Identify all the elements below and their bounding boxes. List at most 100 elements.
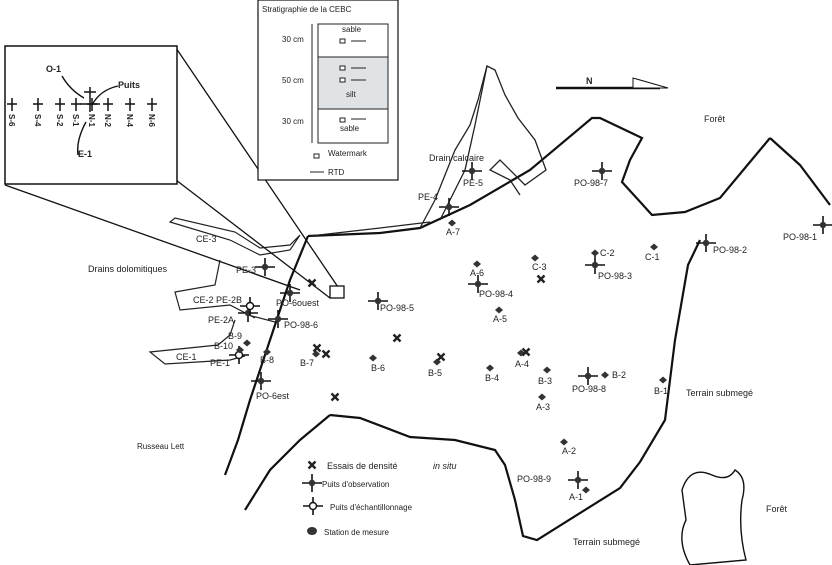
station-label: B-9 bbox=[228, 331, 242, 341]
observation-well-icon bbox=[592, 162, 612, 180]
measurement-station-icon bbox=[601, 371, 609, 379]
measurement-station-icon bbox=[236, 346, 244, 354]
station-label: B-3 bbox=[538, 376, 552, 386]
measurement-station-icon bbox=[531, 254, 539, 262]
label-ruisseau: Russeau Lett bbox=[137, 442, 185, 451]
inset-label-e1: E-1 bbox=[78, 149, 92, 159]
measurement-station-icon bbox=[591, 249, 599, 257]
observation-well-icon bbox=[280, 284, 300, 302]
station-label: B-2 bbox=[612, 370, 626, 380]
observation-well-label: PO-98-7 bbox=[574, 178, 608, 188]
legend-density-italic: in situ bbox=[433, 461, 457, 471]
station-label: B-8 bbox=[260, 355, 274, 365]
drains-dolomitiques-outline bbox=[148, 217, 301, 365]
label-terrain-submerge: Terrain submegé bbox=[573, 537, 640, 547]
observation-well-icon bbox=[578, 367, 598, 385]
inset-well-label: S-4 bbox=[33, 114, 42, 127]
observation-well-icon bbox=[439, 198, 459, 216]
observation-well-label: PO-98-4 bbox=[479, 289, 513, 299]
inset-well-label: S-6 bbox=[7, 114, 16, 127]
density-test-icon bbox=[436, 352, 446, 362]
label-terrain-submerge: Terrain submegé bbox=[686, 388, 753, 398]
north-label: N bbox=[586, 76, 593, 86]
observation-well-icon bbox=[813, 216, 832, 234]
station-label: A-7 bbox=[446, 227, 460, 237]
density-test-icon bbox=[536, 274, 546, 284]
legend-observation: Puits d'observation bbox=[322, 480, 389, 489]
inset-well-icon bbox=[125, 98, 135, 111]
inset-label-o1: O-1 bbox=[46, 64, 61, 74]
drain-label: CE-1 bbox=[176, 352, 197, 362]
station-label: B-10 bbox=[214, 341, 233, 351]
site-boundary bbox=[223, 116, 831, 542]
legend-station-icon bbox=[307, 527, 317, 535]
inset-leaders bbox=[61, 75, 119, 156]
station-label: C-3 bbox=[532, 262, 547, 272]
measurement-station-icon bbox=[243, 339, 251, 347]
measurement-station-icon bbox=[538, 393, 546, 401]
measurement-station-icon bbox=[312, 350, 320, 358]
station-label: C-2 bbox=[600, 248, 615, 258]
map-markers: PE-3PO-6ouestPO-98-6PE-2APE-5PE-4PO-98-7… bbox=[176, 162, 832, 502]
station-label: A-4 bbox=[515, 359, 529, 369]
observation-well-label: PO-98-8 bbox=[572, 384, 606, 394]
legend-observation-icon bbox=[302, 474, 322, 492]
layer-thickness: 50 cm bbox=[282, 76, 304, 85]
inset-well-icon bbox=[71, 98, 81, 111]
forest-island-outline bbox=[681, 469, 747, 565]
station-label: A-3 bbox=[536, 402, 550, 412]
observation-well-icon bbox=[268, 310, 288, 328]
inset-well-icon bbox=[103, 98, 113, 111]
sampling-well-label: PE-1 bbox=[210, 358, 230, 368]
measurement-station-icon bbox=[448, 219, 456, 227]
drain-calcaire-outline bbox=[309, 65, 547, 237]
observation-well-icon bbox=[255, 258, 275, 276]
inset-well-icon bbox=[33, 98, 43, 111]
station-label: B-1 bbox=[654, 386, 668, 396]
measurement-station-icon bbox=[495, 306, 503, 314]
sampling-well-label: CE-2 PE-2B bbox=[193, 295, 242, 305]
observation-well-label: PE-4 bbox=[418, 192, 438, 202]
label-drains-dolomitiques: Drains dolomitiques bbox=[88, 264, 168, 274]
density-test-icon bbox=[521, 347, 531, 357]
label-foret: Forêt bbox=[704, 114, 726, 124]
station-label: B-4 bbox=[485, 373, 499, 383]
density-test-icon bbox=[307, 278, 317, 288]
layer-thickness: 30 cm bbox=[282, 35, 304, 44]
observation-well-icon bbox=[462, 162, 482, 180]
label-drain-calcaire: Drain calcaire bbox=[429, 153, 484, 163]
observation-well-icon bbox=[468, 275, 488, 293]
sampling-well-icon bbox=[240, 297, 260, 315]
inset-well-label: N-6 bbox=[147, 114, 156, 127]
inset-well-icon bbox=[7, 98, 17, 111]
observation-well-label: PO-98-5 bbox=[380, 303, 414, 313]
legend-rtd: RTD bbox=[328, 168, 345, 177]
north-arrow-icon bbox=[556, 77, 669, 90]
observation-well-label: PO-98-6 bbox=[284, 320, 318, 330]
observation-well-icon bbox=[568, 471, 588, 489]
measurement-station-icon bbox=[650, 243, 658, 251]
observation-well-label: PO-98-9 bbox=[517, 474, 551, 484]
measurement-station-icon bbox=[473, 260, 481, 268]
measurement-station-icon bbox=[369, 354, 377, 362]
inset-well-label: N-1 bbox=[87, 114, 96, 127]
inset-well-label: S-1 bbox=[71, 114, 80, 127]
station-label: C-1 bbox=[645, 252, 660, 262]
measurement-station-icon bbox=[659, 376, 667, 384]
stratigraphy-title: Stratigraphie de la CEBC bbox=[262, 5, 352, 14]
layer-thickness: 30 cm bbox=[282, 117, 304, 126]
station-label: B-6 bbox=[371, 363, 385, 373]
observation-well-icon bbox=[696, 234, 716, 252]
stratigraphy-box bbox=[257, 0, 399, 181]
observation-well-label: PE-5 bbox=[463, 178, 483, 188]
inset-well-label: N-4 bbox=[125, 114, 134, 127]
legend-watermark: Watermark bbox=[328, 149, 368, 158]
layer-name: sable bbox=[340, 124, 360, 133]
observation-well-label: PO-98-2 bbox=[713, 245, 747, 255]
map-legend: Essais de densité in situ Puits d'observ… bbox=[302, 460, 457, 537]
station-label: A-1 bbox=[569, 492, 583, 502]
layer-name: sable bbox=[342, 25, 362, 34]
inset-box bbox=[4, 45, 178, 185]
